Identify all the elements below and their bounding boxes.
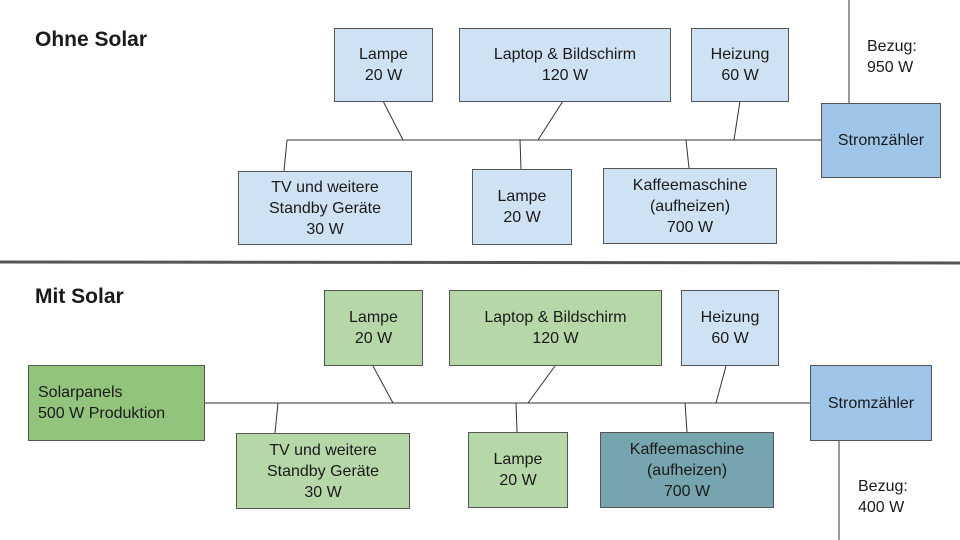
top-box-heizung: Heizung 60 W	[691, 28, 789, 102]
top-bezug: Bezug: 950 W	[867, 36, 917, 78]
bottom-box-laptop: Laptop & Bildschirm 120 W	[449, 290, 662, 366]
bottom-drop-kaffee	[684, 402, 688, 433]
box-value: 120 W	[541, 67, 589, 84]
box-label: Lampe	[497, 188, 547, 205]
box-value: 120 W	[532, 330, 579, 347]
bezug-value: 400 W	[858, 499, 905, 516]
bezug-label: Bezug:	[858, 478, 908, 495]
solar-label: Solarpanels	[38, 384, 123, 401]
box-label: Lampe	[359, 46, 408, 63]
bottom-box-tv: TV und weitere Standby Geräte 30 W	[236, 433, 410, 509]
section-title-mit-solar: Mit Solar	[35, 285, 124, 308]
bottom-box-heizung: Heizung 60 W	[681, 290, 779, 366]
top-box-lampe2: Lampe 20 W	[472, 169, 572, 245]
box-value: 700 W	[666, 218, 714, 236]
section-title-ohne-solar: Ohne Solar	[35, 28, 148, 51]
solar-value: 500 W Produktion	[38, 405, 166, 422]
top-drop-kaffee	[685, 139, 690, 169]
bottom-drop-lampe2	[515, 402, 518, 433]
box-value: 20 W	[354, 330, 393, 347]
bezug-label: Bezug:	[867, 38, 917, 55]
top-box-kaffee: Kaffeemaschine (aufheizen) 700 W	[603, 168, 777, 244]
top-box-lampe: Lampe 20 W	[334, 28, 433, 102]
bottom-box-kaffee: Kaffeemaschine (aufheizen) 700 W	[600, 432, 774, 508]
bottom-meter-box: Stromzähler	[810, 365, 932, 441]
meter-label: Stromzähler	[827, 394, 915, 412]
top-box-tv: TV und weitere Standby Geräte 30 W	[238, 171, 412, 245]
box-value: 30 W	[306, 220, 344, 238]
solar-box: Solarpanels 500 W Produktion	[28, 365, 205, 441]
box-value: 20 W	[364, 67, 403, 84]
bottom-bezug: Bezug: 400 W	[858, 476, 908, 518]
box-value: 60 W	[721, 67, 759, 84]
box-label: Heizung	[700, 309, 760, 326]
bottom-drop-heizung	[715, 365, 727, 404]
top-drop-tv	[283, 139, 288, 172]
top-drop-laptop	[537, 100, 564, 141]
box-label: Laptop & Bildschirm	[493, 46, 637, 63]
box-value: 30 W	[304, 483, 342, 501]
bezug-value: 950 W	[867, 59, 914, 76]
box-label: Kaffeemaschine (aufheizen)	[632, 176, 748, 215]
top-drop-heizung	[733, 100, 741, 141]
box-value: 20 W	[503, 209, 541, 226]
bottom-box-lampe2: Lampe 20 W	[468, 432, 568, 508]
box-label: TV und weitere Standby Geräte	[268, 178, 382, 217]
top-meter-box: Stromzähler	[821, 103, 941, 178]
top-box-laptop: Laptop & Bildschirm 120 W	[459, 28, 671, 102]
box-value: 20 W	[499, 472, 537, 489]
bottom-drop-tv	[274, 402, 279, 434]
bottom-drop-laptop	[527, 365, 556, 404]
box-value: 60 W	[711, 330, 749, 347]
top-drop-lampe2	[519, 139, 522, 170]
box-label: Lampe	[349, 309, 398, 326]
box-label: TV und weitere Standby Geräte	[266, 441, 380, 480]
bottom-box-lampe: Lampe 20 W	[324, 290, 423, 366]
section-divider	[0, 260, 960, 265]
box-value: 700 W	[663, 482, 711, 500]
box-label: Kaffeemaschine (aufheizen)	[629, 440, 745, 479]
bottom-drop-lampe	[372, 365, 394, 404]
box-label: Lampe	[493, 451, 543, 468]
box-label: Heizung	[710, 46, 770, 63]
top-drop-lampe	[382, 100, 404, 141]
meter-label: Stromzähler	[837, 132, 925, 149]
box-label: Laptop & Bildschirm	[484, 309, 627, 326]
